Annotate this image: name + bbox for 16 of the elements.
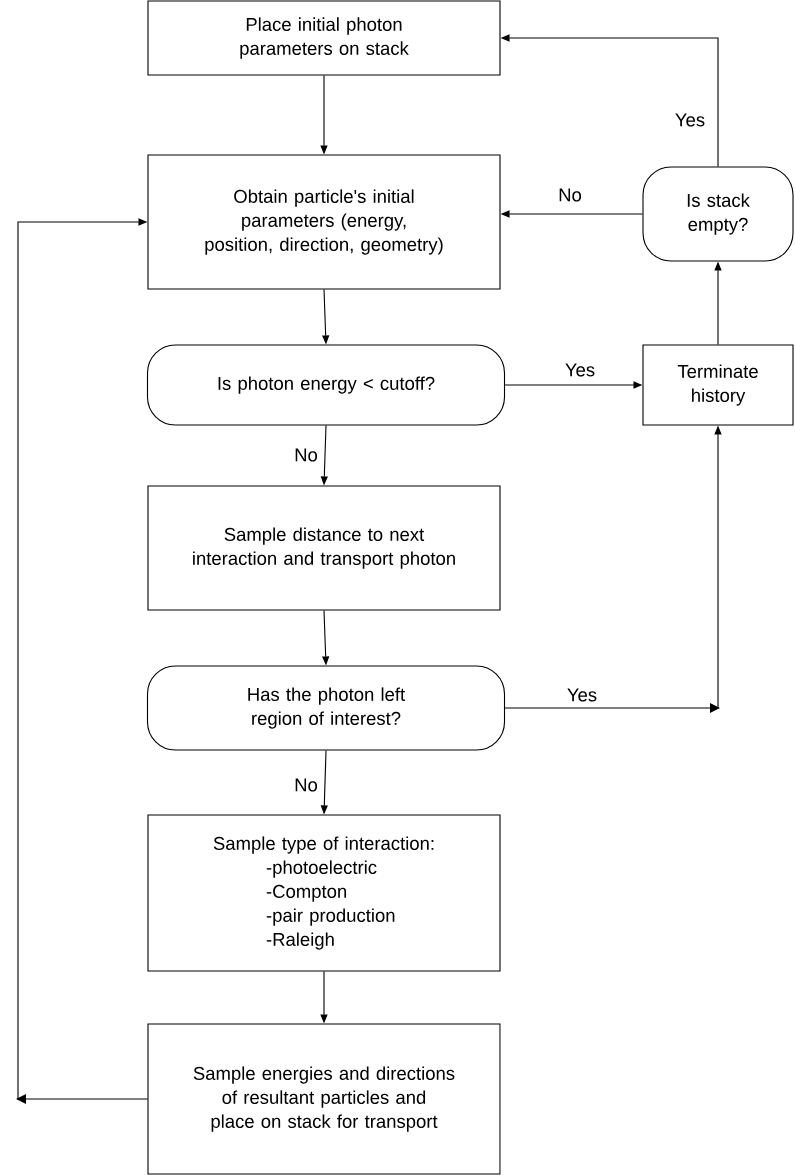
process-box: Sample distance to next interaction and transport photon bbox=[147, 485, 501, 611]
edge-label: Yes bbox=[673, 112, 707, 128]
process-box: Terminate history bbox=[642, 344, 794, 426]
process-box: Place initial photon parameters on stack bbox=[147, 0, 501, 76]
decision-box: Is stack empty? bbox=[642, 166, 794, 262]
edge-label: Yes bbox=[565, 687, 599, 703]
edge-label: No bbox=[293, 777, 319, 793]
process-box: Sample type of interaction: -photoelectric -Compton -pair production -Raleigh bbox=[147, 814, 501, 972]
edge-label: No bbox=[293, 447, 319, 463]
arrow bbox=[16, 218, 148, 1104]
edge-label: No bbox=[557, 187, 583, 203]
decision-box: Has the photon left region of interest? bbox=[146, 665, 506, 751]
process-box: Obtain particle's initial parameters (energy, position, direction, geometry) bbox=[147, 154, 501, 290]
decision-box: Is photon energy < cutoff? bbox=[146, 344, 506, 426]
process-box: Sample energies and directions of resultant particles and place on stack for transport bbox=[147, 1023, 501, 1175]
edge-label: Yes bbox=[563, 362, 597, 378]
